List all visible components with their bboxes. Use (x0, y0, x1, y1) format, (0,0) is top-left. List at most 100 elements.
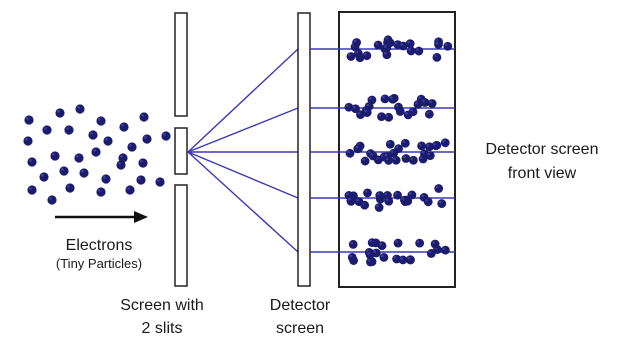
ray-line (187, 151, 299, 199)
electron-dot-highlight (76, 155, 79, 158)
electron-dot (125, 185, 135, 195)
electron-dot (139, 112, 149, 122)
electron-dot (400, 195, 409, 205)
interference-band (345, 138, 450, 166)
electron-dot (42, 125, 52, 135)
interference-band (346, 35, 453, 63)
electron-dot (347, 253, 357, 262)
electron-dot-highlight (378, 113, 382, 117)
electron-dot (368, 151, 378, 161)
electron-dot-highlight (385, 114, 389, 118)
ray-line (187, 151, 299, 253)
electron-dot (88, 130, 98, 140)
electron-dot-highlight (429, 100, 432, 104)
electron-cluster (23, 104, 171, 205)
electron-dot-highlight (346, 192, 349, 196)
electron-dot-highlight (407, 40, 410, 44)
electron-dot-highlight (90, 132, 93, 135)
electron-dot (415, 238, 425, 248)
electron-dot-highlight (442, 247, 446, 250)
detector-screen-side (297, 12, 311, 287)
electron-dot-highlight (29, 187, 32, 190)
electron-dot (380, 94, 390, 104)
electron-dot-highlight (407, 256, 411, 260)
electron-dot (346, 52, 356, 61)
electron-dot (427, 99, 437, 108)
electron-dot-highlight (418, 96, 421, 99)
electron-dot-highlight (401, 197, 405, 200)
electron-dot (65, 183, 75, 193)
interference-band (347, 238, 450, 267)
electron-dot (374, 203, 384, 212)
electron-dot-highlight (405, 111, 408, 115)
electron-dot (155, 177, 165, 187)
electron-dot-highlight (103, 176, 106, 179)
electron-dot-highlight (385, 157, 389, 161)
ray-line (187, 48, 299, 153)
electron-dot-highlight (384, 153, 388, 157)
electron-dot-highlight (355, 50, 359, 54)
electron-dot-highlight (352, 105, 356, 109)
front-view-label-line2: front view (508, 165, 577, 182)
electron-dot (96, 187, 106, 197)
electron-dot-highlight (349, 254, 353, 258)
electron-dot-highlight (66, 127, 69, 130)
front-view-label-line1: Detector screen (486, 141, 599, 158)
electron-dot-highlight (163, 133, 166, 136)
electron-dot-highlight (421, 150, 425, 154)
electron-dot (377, 241, 387, 251)
electron-dot-highlight (350, 241, 353, 245)
electron-dot-highlight (400, 43, 404, 46)
electron-dot-highlight (367, 252, 370, 255)
electron-dot (91, 147, 101, 157)
electron-dot-highlight (385, 198, 389, 202)
electron-dot (440, 245, 450, 255)
electron-dot (346, 196, 356, 206)
electron-dot-highlight (347, 197, 351, 201)
electron-dot-highlight (364, 52, 367, 56)
electron-dot-highlight (435, 185, 439, 189)
electron-dot-highlight (127, 187, 130, 190)
electron-dot (423, 197, 433, 207)
electron-dot (434, 184, 444, 193)
electron-dot-highlight (81, 170, 84, 173)
electron-dot (24, 115, 34, 125)
slit-screen-bottom-segment (174, 184, 188, 287)
electron-dot (443, 41, 453, 51)
electron-dot (434, 40, 443, 49)
slit-screen-middle-segment (174, 127, 188, 175)
electron-dot-highlight (121, 124, 124, 127)
electron-dot (440, 138, 450, 148)
ray-line (187, 107, 299, 153)
electron-dot (403, 110, 413, 120)
electron-dot (354, 144, 363, 153)
electron-dot-highlight (98, 189, 101, 192)
electron-dot-highlight (416, 48, 419, 51)
electron-dot (59, 166, 69, 176)
electron-dot-highlight (105, 138, 108, 141)
electron-dot-highlight (353, 39, 357, 43)
electron-dot (383, 35, 393, 45)
electrons-label: Electrons (66, 237, 133, 254)
electron-dot (96, 116, 106, 126)
electron-dot (373, 40, 383, 50)
electron-dot (407, 190, 417, 200)
electron-dot-highlight (410, 157, 414, 160)
electron-dot-highlight (356, 198, 359, 202)
electron-dot-highlight (141, 114, 144, 117)
electron-dot (377, 112, 386, 122)
electron-dot-highlight (421, 194, 424, 198)
detector-screen-label-line2: screen (276, 320, 324, 337)
electron-dot (362, 51, 372, 61)
electron-dot (50, 151, 60, 161)
interference-bands (344, 35, 453, 267)
electron-dot-highlight (367, 150, 371, 154)
right-arrow-icon (55, 211, 148, 223)
slit-screen-top-segment (174, 12, 188, 117)
electron-dot (394, 144, 403, 154)
electron-dot-highlight (347, 150, 350, 154)
tiny-particles-label: (Tiny Particles) (56, 256, 142, 271)
electron-dot-highlight (395, 240, 398, 243)
electron-dot-highlight (415, 101, 418, 105)
electron-dot-highlight (394, 192, 398, 195)
